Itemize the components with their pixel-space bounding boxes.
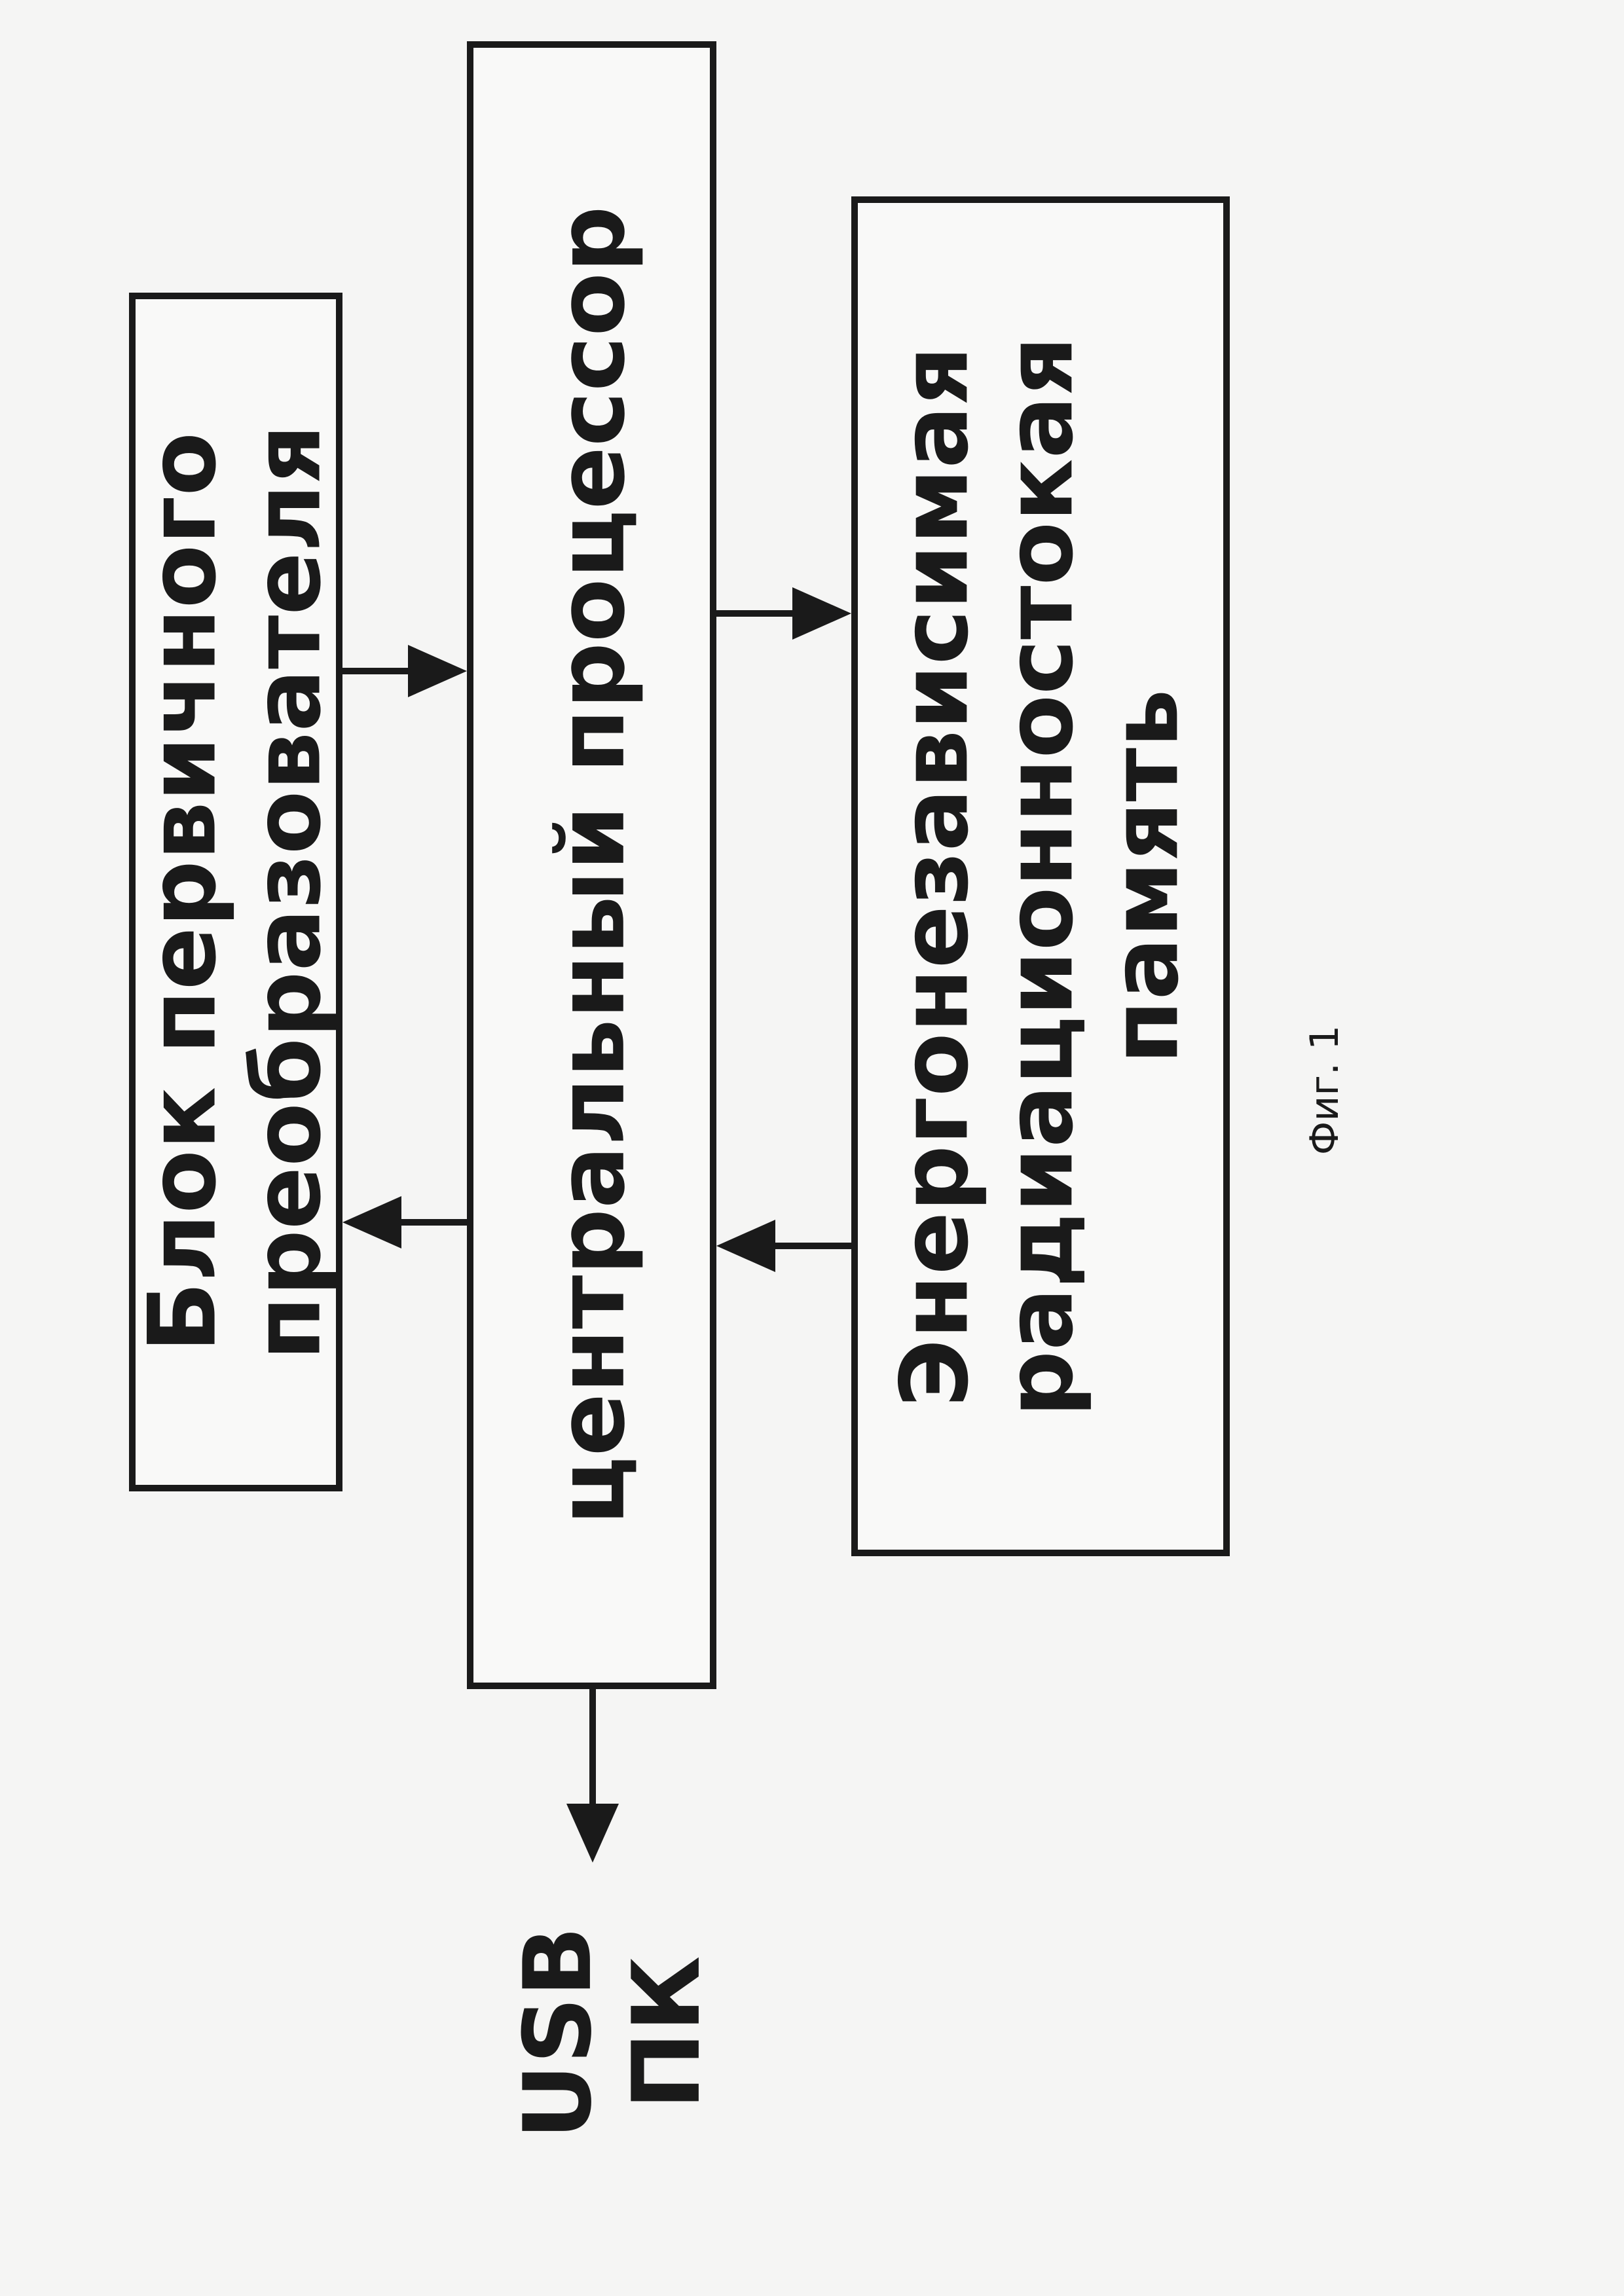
arrow-cpu-to-memory-line	[716, 610, 794, 617]
figure-caption: Фиг. 1	[1302, 1025, 1348, 1156]
usb-pc-label: USB ПК	[504, 1926, 721, 2140]
block-primary-converter: Блок первичного преобразователя	[129, 293, 342, 1491]
block-central-processor: центральный процессор	[467, 41, 716, 1689]
arrow-cpu-to-memory-head	[792, 587, 851, 640]
arrow-cpu-to-primary-head	[342, 1196, 401, 1248]
arrow-cpu-to-primary-line	[400, 1219, 467, 1226]
arrow-primary-to-cpu-line	[342, 668, 409, 674]
block-central-processor-label: центральный процессор	[537, 205, 646, 1525]
block-radiation-memory-label: Энергонезависимая радиационностокая памя…	[881, 336, 1200, 1417]
arrow-memory-to-cpu-line	[774, 1243, 851, 1249]
arrow-primary-to-cpu-head	[408, 645, 467, 697]
arrow-cpu-to-usb-line	[589, 1689, 596, 1805]
arrow-memory-to-cpu-head	[716, 1220, 775, 1272]
block-radiation-memory: Энергонезависимая радиационностокая памя…	[851, 196, 1230, 1556]
block-primary-converter-label: Блок первичного преобразователя	[128, 424, 342, 1360]
arrow-cpu-to-usb-head	[566, 1804, 619, 1863]
